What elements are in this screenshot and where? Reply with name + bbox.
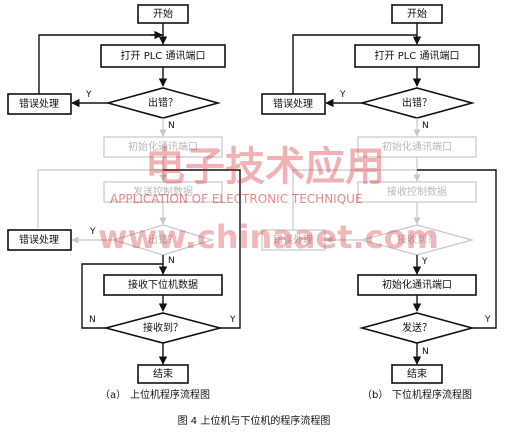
left-caption-marker: （a） [100, 389, 126, 401]
right-error1-yes: Y [339, 90, 346, 100]
right-start-label: 开始 [407, 7, 427, 20]
left-error-handle1-label: 错误处理 [19, 97, 59, 110]
figure-caption: 图 4 上位机与下位机的程序流程图 [178, 414, 331, 427]
left-end-label: 结束 [153, 367, 173, 380]
watermark: 电子技术应用 APPLICATION OF ELECTRONIC TECHNIQ… [98, 143, 439, 256]
right-end-box [391, 364, 443, 384]
left-start-label: 开始 [153, 7, 173, 20]
left-error-handle2-label: 错误处理 [19, 233, 59, 246]
left-init-port-label: 初始化通讯端口 [128, 140, 198, 153]
right-error1-no: N [422, 121, 429, 131]
left-error2-yes: Y [89, 227, 96, 237]
right-receive-control-label: 接收控制数据 [387, 185, 447, 198]
left-error2-no: N [168, 256, 175, 266]
watermark-cn: 电子技术应用 [145, 143, 385, 190]
right-sent-yes: Y [484, 315, 491, 325]
left-open-port-label: 打开 PLC 通讯端口 [121, 49, 206, 62]
left-error1-no: N [168, 121, 175, 131]
right-end-label: 结束 [407, 367, 427, 380]
left-error2-label: 出错？ [148, 233, 178, 246]
watermark-url: www.chinaaet.com [98, 218, 439, 256]
left-caption: 上位机程序流程图 [130, 388, 210, 401]
left-error1-label: 出错？ [148, 96, 178, 109]
right-init-port1-label: 初始化通讯端口 [382, 140, 452, 153]
right-error-handle2-box [261, 229, 326, 251]
right-caption: 下位机程序流程图 [392, 388, 472, 401]
right-caption-marker: （b） [362, 389, 388, 401]
right-error-handle2-label: 错误处理 [273, 233, 313, 246]
right-init-port2-label: 初始化通讯端口 [382, 278, 452, 291]
left-send-data-label: 发送控制数据 [133, 185, 193, 198]
right-sent-no: N [422, 347, 429, 357]
left-end-box [137, 364, 189, 384]
left-receive-data-label: 接收下位机数据 [128, 278, 198, 291]
left-flowchart: 开始 打开 PLC 通讯端口 出错？ Y 错误处理 N 初始化通讯端口 发送控制… [7, 4, 241, 401]
watermark-en: APPLICATION OF ELECTRONIC TECHNIQUE [110, 192, 363, 206]
left-error1-yes: Y [85, 90, 92, 100]
left-received-label: 接收到？ [143, 321, 183, 334]
right-flowchart: 开始 打开 PLC 通讯端口 出错？ Y 错误处理 N 初始化通讯端口 接收控制… [261, 4, 497, 401]
right-open-port-label: 打开 PLC 通讯端口 [375, 49, 460, 62]
left-error-handle2-box [7, 229, 72, 251]
right-error-handle1-label: 错误处理 [273, 97, 313, 110]
left-received-no: N [89, 315, 96, 325]
right-received-yes: Y [421, 257, 428, 267]
right-error1-label: 出错？ [402, 96, 432, 109]
left-received-yes: Y [229, 315, 236, 325]
right-received-label: 接收到？ [397, 233, 437, 246]
right-sent-label: 发送？ [402, 321, 432, 334]
